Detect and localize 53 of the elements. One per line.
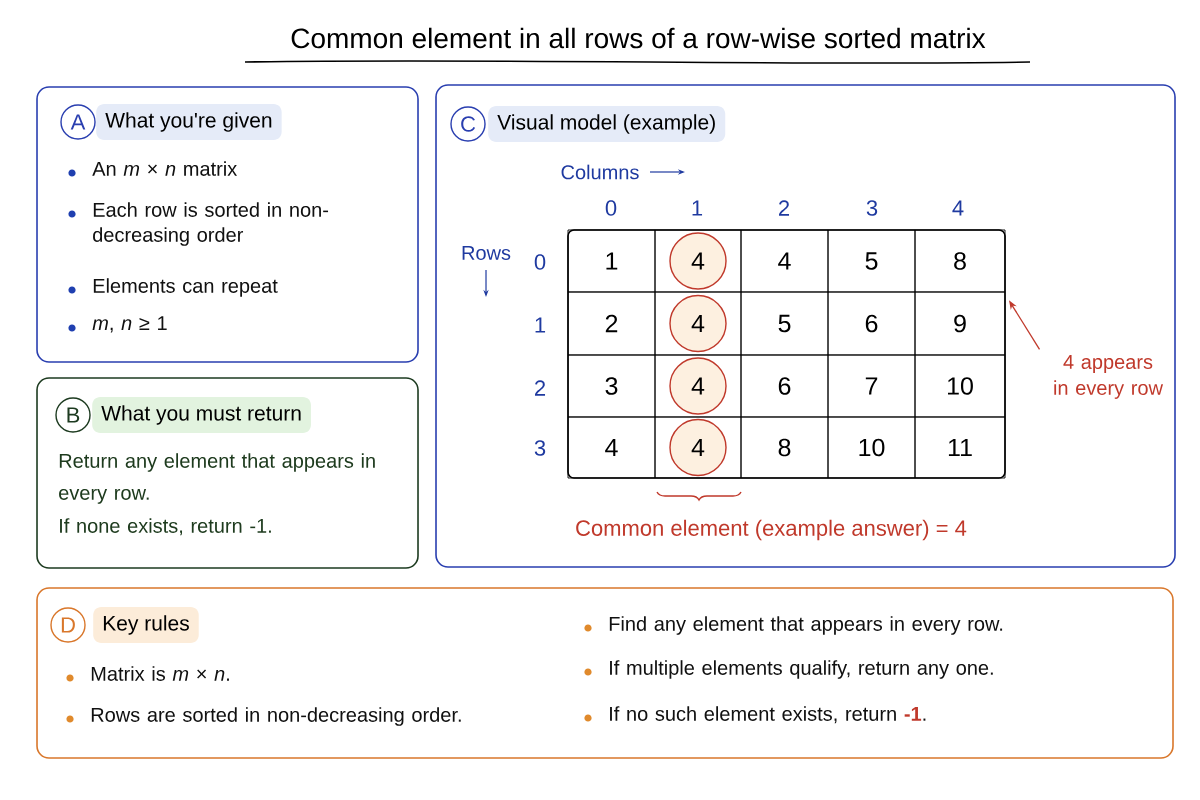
matrix-cell: 11 — [914, 416, 1006, 479]
axis-label: Columns — [561, 164, 639, 180]
letter-badge: A — [60, 104, 96, 140]
matrix-cell: 1 — [567, 229, 656, 293]
index-label: 1 — [692, 200, 703, 216]
index-label: 3 — [534, 440, 546, 456]
section-heading: Visual model (example) — [488, 106, 726, 142]
answer-caption: Common element (example answer) = 4 — [576, 519, 967, 541]
matrix-cell: 2 — [567, 291, 656, 356]
index-label: 2 — [779, 200, 789, 216]
bullet-item: Matrix is m × n. — [66, 666, 229, 682]
index-label: 4 — [952, 200, 964, 216]
matrix-cell: 8 — [740, 416, 829, 479]
index-label: 2 — [535, 380, 545, 396]
bullet-item: An m × n matrix — [68, 161, 237, 177]
index-label: 3 — [866, 200, 878, 216]
letter-badge: D — [50, 607, 86, 643]
index-label: 0 — [605, 200, 617, 216]
matrix-cell: 10 — [827, 416, 916, 479]
section-heading: What you must return — [92, 397, 311, 433]
matrix-cell: 10 — [914, 354, 1006, 418]
index-label: 0 — [534, 254, 546, 270]
bullet-item: If multiple elements qualify, return any one. — [584, 660, 993, 679]
bullet-item: Find any element that appears in every row. — [584, 616, 1003, 635]
matrix-cell: 5 — [740, 291, 829, 356]
bullet-item: Rows are sorted in non-decreasing order. — [66, 707, 461, 726]
matrix-cell: 5 — [827, 229, 916, 293]
title: Common element in all rows of a row-wise sorted matrix — [291, 27, 986, 49]
letter-badge: C — [450, 106, 486, 142]
matrix-cell: 6 — [740, 354, 829, 418]
matrix-cell — [654, 354, 742, 418]
body-text: Return any element that appears in every row. — [59, 453, 375, 504]
bullet-item: If no such element exists, return -1. — [584, 706, 926, 724]
axis-label: Rows — [462, 246, 511, 260]
matrix-cell: 4 — [740, 229, 829, 293]
matrix-cell: 6 — [827, 291, 916, 356]
annotation: 4 appears in every row — [1054, 355, 1164, 399]
body-text: If none exists, return -1. — [60, 518, 271, 536]
section-heading: What you're given — [96, 104, 282, 140]
matrix-cell — [654, 291, 742, 356]
matrix-cell — [654, 229, 742, 293]
letter-badge: B — [55, 397, 91, 433]
matrix-cell: 9 — [914, 291, 1006, 356]
bullet-item: m, n ≥ 1 — [68, 316, 167, 333]
index-label: 1 — [535, 317, 546, 333]
matrix-cell: 4 — [567, 416, 656, 479]
section-heading: Key rules — [93, 607, 199, 643]
bullet-item: Elements can repeat — [68, 278, 278, 297]
matrix-cell: 7 — [827, 354, 916, 418]
matrix-cell: 8 — [914, 229, 1006, 293]
matrix-cell — [654, 416, 742, 479]
bullet-item: Each row is sorted in non-decreasing order — [68, 202, 329, 246]
matrix-cell: 3 — [567, 354, 656, 418]
